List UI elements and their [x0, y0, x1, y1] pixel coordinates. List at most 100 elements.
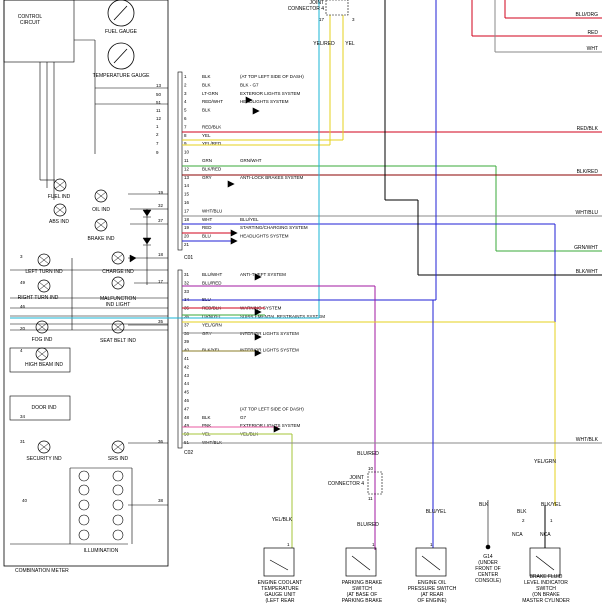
c01-system-note: HEADLIGHTS SYSTEM	[240, 99, 289, 104]
svg-text:12: 12	[156, 116, 162, 121]
c02-pin-number: 49	[184, 423, 190, 428]
c01-system-note: BLU/YEL	[240, 217, 259, 222]
svg-text:SWITCH: SWITCH	[352, 586, 372, 592]
svg-text:PARKING BRAKE: PARKING BRAKE	[342, 598, 383, 604]
svg-text:SWITCH: SWITCH	[536, 586, 556, 592]
svg-text:YEL/GRN: YEL/GRN	[534, 459, 556, 465]
door-box	[9, 395, 71, 421]
c01-pin-number: 5	[184, 108, 187, 113]
diode-icons	[129, 209, 152, 263]
c01-pin-number: 9	[184, 141, 187, 146]
c01-wire-color: GRY	[202, 175, 212, 180]
illumination-label: ILLUMINATION	[84, 548, 119, 554]
fuel-gauge-icon	[107, 0, 135, 27]
c02-pin-number: 42	[184, 364, 190, 369]
svg-text:LEVEL INDICATOR: LEVEL INDICATOR	[524, 580, 568, 586]
svg-text:GAUGE UNIT: GAUGE UNIT	[264, 592, 295, 598]
svg-text:7: 7	[156, 141, 159, 146]
top-joint-label-2: CONNECTOR 4	[288, 6, 325, 12]
fog-ind-lamp	[35, 320, 49, 334]
svg-text:BRAKE FLUID: BRAKE FLUID	[530, 574, 563, 580]
c01-pin-number: 13	[184, 175, 190, 180]
temperature-gauge-icon	[107, 42, 135, 70]
c01-pin-number: 15	[184, 192, 190, 197]
svg-text:FRONT OF: FRONT OF	[475, 566, 500, 572]
c01-wire-color: YEL	[202, 133, 211, 138]
c02-pin-number: 33	[184, 289, 190, 294]
svg-text:(AT BASE OF: (AT BASE OF	[347, 592, 378, 598]
svg-text:1: 1	[430, 542, 433, 547]
svg-text:1: 1	[156, 124, 159, 129]
svg-text:WHT/BLU: WHT/BLU	[576, 210, 599, 216]
c01-pin-number: 1	[184, 74, 187, 79]
fuel-ind-label: FUEL IND	[48, 194, 71, 200]
c02-wire-color: BLK	[202, 415, 211, 420]
oil-ind-lamp	[94, 189, 108, 203]
svg-text:WHT: WHT	[587, 46, 598, 52]
svg-text:BLU/RED: BLU/RED	[357, 451, 379, 457]
c02-pin-number: 36	[184, 314, 190, 319]
door-ind-label: DOOR IND	[32, 405, 57, 411]
svg-text:(UNDER: (UNDER	[478, 560, 498, 566]
fog-ind-label: FOG IND	[32, 337, 53, 343]
c02-wire-color: YEL/GRN	[202, 322, 222, 327]
c01-pin-number: 2	[184, 82, 187, 87]
svg-text:32: 32	[158, 203, 164, 208]
c01-pin-number: 16	[184, 200, 190, 205]
bottom-joint-connector	[367, 471, 383, 495]
temperature-gauge-label: TEMPERATURE GAUGE	[93, 73, 151, 79]
c01-pin-number: 4	[184, 99, 187, 104]
svg-text:CONSOLE): CONSOLE)	[475, 578, 501, 584]
indicator-labels: FUEL IND OIL IND ABS IND BRAKE IND LEFT …	[15, 194, 136, 574]
c01-wire-color: BLK	[202, 108, 211, 113]
c01-wire-color: BLK	[202, 82, 211, 87]
svg-text:11: 11	[156, 108, 161, 113]
svg-text:50: 50	[156, 92, 162, 97]
c01-system-note: (AT TOP LEFT SIDE OF DASH)	[240, 74, 304, 79]
control-circuit-label: CONTROL	[18, 14, 43, 20]
svg-text:34: 34	[20, 414, 26, 419]
abs-ind-label: ABS IND	[49, 219, 69, 225]
svg-text:9: 9	[156, 150, 159, 155]
c02-wire-color: BLK/YEL	[202, 348, 221, 353]
svg-text:PRESSURE SWITCH: PRESSURE SWITCH	[408, 586, 457, 592]
c01-wire-color: BLK/RED	[202, 166, 222, 171]
c01-system-note: BLK - G7	[240, 82, 259, 87]
svg-text:RED: RED	[587, 30, 598, 36]
c02-label: C02	[184, 450, 193, 456]
ground-g14-label: G14 (UNDER FRONT OF CENTER CONSOLE)	[475, 554, 501, 584]
svg-text:MASTER CYLINDER: MASTER CYLINDER	[522, 598, 570, 604]
c01-pin-number: 12	[184, 166, 190, 171]
c02-pin-number: 48	[184, 415, 190, 420]
svg-text:BLK: BLK	[479, 502, 489, 508]
c02-pin-number: 44	[184, 381, 190, 386]
c02-wire-color: BLU/WHT	[202, 272, 223, 277]
oil-pressure-switch	[415, 547, 447, 577]
parking-brake-switch	[345, 547, 377, 577]
svg-text:2: 2	[522, 518, 525, 523]
brake-ind-label: BRAKE IND	[88, 236, 115, 242]
c02-pin-number: 39	[184, 339, 190, 344]
c01-wire-color: BLK	[202, 74, 211, 79]
svg-text:18: 18	[158, 252, 164, 257]
svg-text:17: 17	[158, 279, 164, 284]
bottom-joint-pin-11: 11	[368, 496, 373, 501]
c01-pin-number: 18	[184, 217, 190, 222]
svg-text:(ON BRAKE: (ON BRAKE	[532, 592, 560, 598]
c01-wire-color: RED	[202, 225, 212, 230]
svg-text:20: 20	[20, 326, 26, 331]
c01-system-note: GRN/WHT	[240, 158, 262, 163]
c01-pin-number: 20	[184, 234, 190, 239]
svg-text:49: 49	[20, 280, 26, 285]
svg-text:OF ENGINE): OF ENGINE)	[417, 598, 447, 604]
srs-ind-label: SRS IND	[108, 456, 129, 462]
colored-wires	[10, 0, 602, 550]
bottom-joint-pin-10: 10	[368, 466, 374, 471]
svg-text:PARKING BRAKE: PARKING BRAKE	[342, 580, 383, 586]
c02-system-note: ANTI-THEFT SYSTEM	[240, 272, 286, 277]
high-beam-box	[9, 347, 71, 373]
svg-text:2: 2	[156, 132, 159, 137]
c01-pin-number: 6	[184, 116, 187, 121]
